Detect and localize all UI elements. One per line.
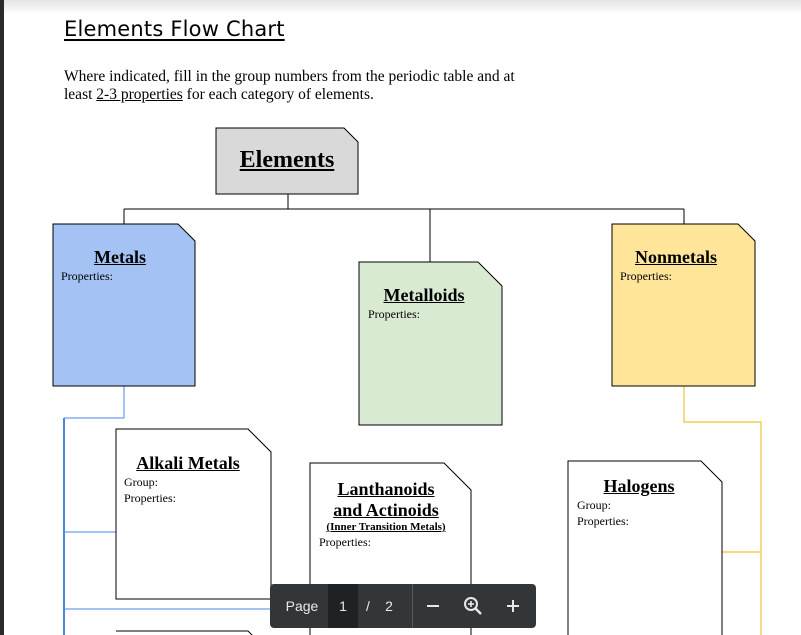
instructions-part1: Where indicated, fill in the group numbe… bbox=[64, 68, 515, 103]
alkali-metals-heading: Alkali Metals bbox=[136, 453, 240, 473]
metals-text: Metals Properties: bbox=[61, 247, 179, 284]
alkali-metals-box bbox=[115, 428, 272, 600]
elements-box-label-wrap: Elements bbox=[216, 146, 358, 174]
nonmetals-properties-label: Properties: bbox=[620, 269, 672, 283]
lanthanoids-subheading: (Inner Transition Metals) bbox=[326, 521, 446, 533]
halogens-box bbox=[567, 460, 723, 635]
instructions-part2: for each category of elements. bbox=[182, 86, 374, 103]
lanthanoids-heading-line2: and Actinoids bbox=[333, 500, 439, 520]
halogens-properties-label: Properties: bbox=[577, 514, 629, 528]
halogens-group-label: Group: bbox=[577, 498, 611, 512]
halogens-text: Halogens Group: Properties: bbox=[577, 476, 701, 529]
nonmetals-box bbox=[611, 223, 756, 387]
elements-box bbox=[215, 127, 359, 195]
toolbar-divider bbox=[412, 584, 413, 628]
metals-box bbox=[52, 223, 196, 387]
document-title: Elements Flow Chart bbox=[64, 17, 285, 41]
alkali-properties-label: Properties: bbox=[124, 491, 176, 505]
document-page: Elements Flow Chart Where indicated, fil… bbox=[4, 0, 801, 635]
current-page-input[interactable]: 1 bbox=[328, 584, 358, 628]
nonmetals-text: Nonmetals Properties: bbox=[620, 247, 732, 284]
instructions-text: Where indicated, fill in the group numbe… bbox=[64, 68, 534, 104]
tree-connectors bbox=[123, 194, 685, 262]
alkali-group-label: Group: bbox=[124, 475, 158, 489]
metals-heading: Metals bbox=[94, 247, 146, 267]
zoom-in-button[interactable] bbox=[493, 584, 533, 628]
plus-icon bbox=[507, 600, 519, 612]
lanthanoids-heading-line1: Lanthanoids bbox=[337, 479, 435, 499]
minus-icon bbox=[427, 605, 439, 607]
metals-properties-label: Properties: bbox=[61, 269, 113, 283]
metals-branch-connectors bbox=[63, 386, 310, 635]
total-pages: 2 bbox=[385, 598, 393, 614]
metalloids-box bbox=[358, 261, 503, 426]
lanthanoids-text: Lanthanoids and Actinoids (Inner Transit… bbox=[319, 479, 453, 550]
alkali-metals-text: Alkali Metals Group: Properties: bbox=[124, 453, 252, 506]
nonmetals-heading: Nonmetals bbox=[635, 247, 717, 267]
page-top-shadow bbox=[4, 0, 801, 14]
metalloids-text: Metalloids Properties: bbox=[368, 285, 480, 322]
fit-zoom-button[interactable] bbox=[453, 584, 493, 628]
halogens-heading: Halogens bbox=[603, 476, 675, 496]
zoom-out-button[interactable] bbox=[413, 584, 453, 628]
elements-heading: Elements bbox=[239, 147, 335, 173]
zoom-icon bbox=[464, 597, 482, 615]
metalloids-heading: Metalloids bbox=[383, 285, 465, 305]
nonmetals-spine-connector bbox=[683, 386, 762, 635]
instructions-underlined: 2-3 properties bbox=[96, 86, 183, 103]
page-label: Page bbox=[285, 598, 319, 614]
page-toolbar: Page 1 / 2 bbox=[270, 584, 536, 628]
lanthanoids-properties-label: Properties: bbox=[319, 535, 371, 549]
nonmetals-branch-connectors bbox=[683, 386, 762, 635]
page-separator: / bbox=[366, 598, 370, 614]
next-box-top bbox=[116, 630, 253, 635]
metalloids-properties-label: Properties: bbox=[368, 307, 420, 321]
